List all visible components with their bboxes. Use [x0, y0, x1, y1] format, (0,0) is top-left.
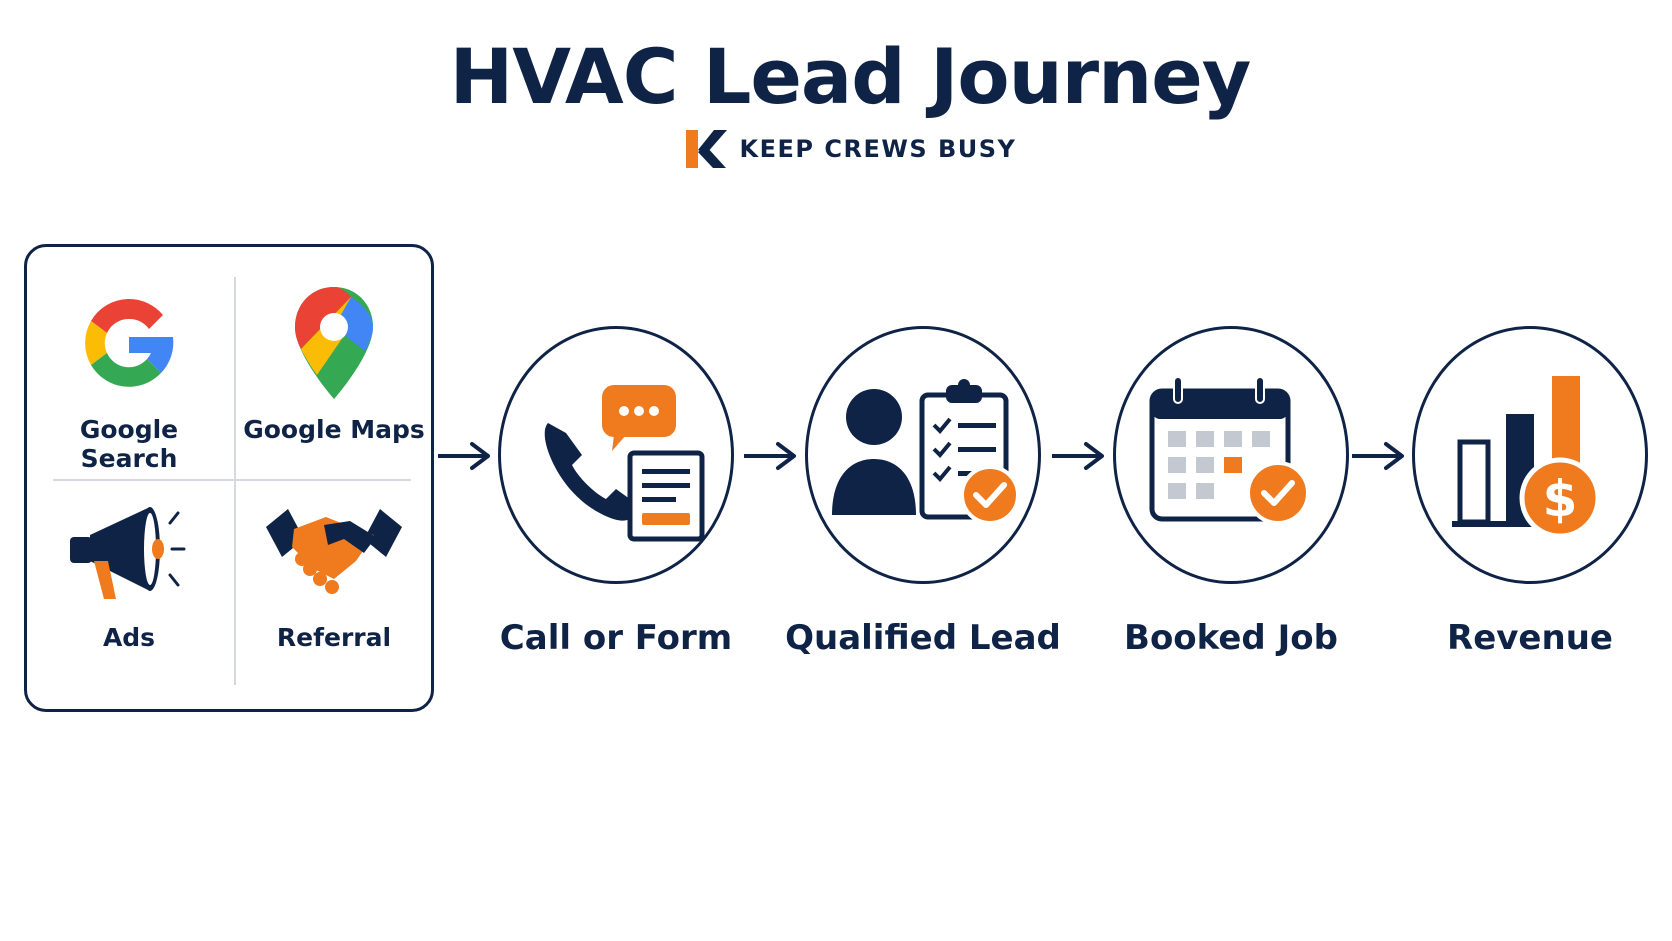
- source-label: Referral: [276, 623, 392, 652]
- step-label: Revenue: [1447, 618, 1613, 658]
- k-logo-icon: [685, 130, 727, 168]
- source-label: Google Maps: [243, 415, 425, 444]
- step-label: Booked Job: [1124, 618, 1338, 658]
- source-ads: Ads: [29, 483, 229, 713]
- lead-sources-panel: Google Search Google Maps Ads: [24, 244, 434, 712]
- step-label: Call or Form: [499, 618, 733, 658]
- arrow-right-icon: [438, 442, 490, 470]
- source-google-search: Google Search: [29, 247, 229, 477]
- step-booked-job: Booked Job: [1101, 326, 1361, 666]
- google-g-icon: [85, 298, 174, 387]
- bar-chart-dollar-icon: $: [1452, 376, 1601, 539]
- brand: KEEP CREWS BUSY: [0, 128, 1672, 170]
- page-title: HVAC Lead Journey: [449, 32, 1252, 121]
- step-circle: $: [1412, 326, 1648, 584]
- divider-horizontal: [53, 479, 411, 481]
- step-circle: [498, 326, 734, 584]
- step-qualified-lead: Qualified Lead: [785, 326, 1061, 666]
- source-google-maps: Google Maps: [234, 247, 434, 477]
- step-revenue: $ Revenue: [1400, 326, 1660, 666]
- arrow-right-icon: [1052, 442, 1104, 470]
- handshake-icon: [266, 509, 402, 594]
- svg-text:$: $: [1543, 470, 1578, 528]
- step-circle: [1113, 326, 1349, 584]
- phone-chat-form-icon: [544, 385, 705, 542]
- step-circle: [805, 326, 1041, 584]
- divider-vertical: [234, 277, 236, 685]
- person-checklist-icon: [832, 379, 1018, 525]
- brand-name: KEEP CREWS BUSY: [739, 135, 1017, 163]
- map-pin-icon: [295, 287, 373, 399]
- source-label: Ads: [102, 623, 156, 652]
- source-referral: Referral: [234, 483, 434, 713]
- arrow-right-icon: [1352, 442, 1404, 470]
- step-call-or-form: Call or Form: [486, 326, 746, 666]
- source-label: Google Search: [79, 415, 179, 473]
- calendar-check-icon: [1149, 376, 1310, 525]
- arrow-right-icon: [744, 442, 796, 470]
- step-label: Qualified Lead: [785, 618, 1061, 658]
- megaphone-icon: [70, 507, 186, 599]
